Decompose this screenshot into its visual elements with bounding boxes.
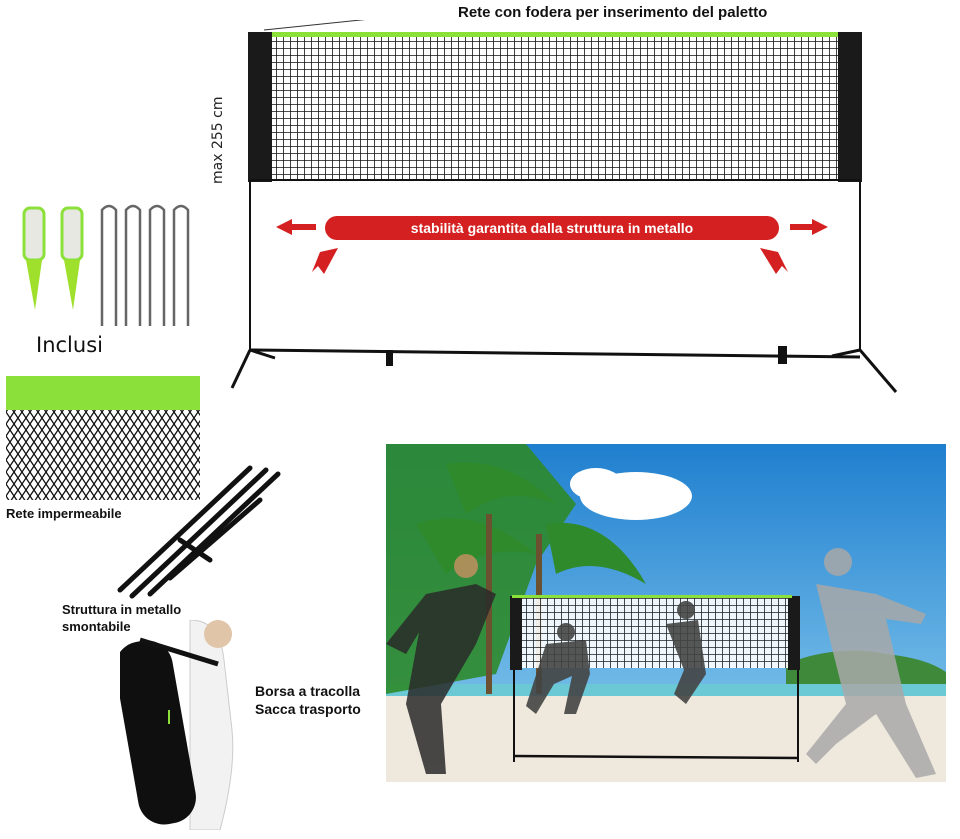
net-sleeve-label: Rete con fodera per inserimento del pale… xyxy=(458,4,768,21)
included-accessories xyxy=(22,204,190,326)
bag-label: Borsa a tracolla Sacca trasporto xyxy=(255,682,361,718)
stability-banner: stabilità garantita dalla struttura in m… xyxy=(325,216,779,240)
net-diagram xyxy=(230,20,898,393)
bag-label-line1: Borsa a tracolla xyxy=(255,683,361,699)
net-swatch xyxy=(6,376,200,500)
bag-label-line2: Sacca trasporto xyxy=(255,701,361,717)
net-top-band xyxy=(272,32,838,37)
red-arrow-icon xyxy=(276,219,828,274)
tent-stake-icon xyxy=(100,204,190,326)
net-mesh xyxy=(272,34,838,180)
right-post-sleeve xyxy=(838,32,862,182)
left-post-sleeve xyxy=(248,32,272,182)
frame-label-line2: smontabile xyxy=(62,619,131,634)
carry-bag xyxy=(120,620,234,830)
frame-label-line1: Struttura in metallo xyxy=(62,602,182,617)
beach-scene-photo xyxy=(386,444,946,782)
folded-frame xyxy=(117,465,281,599)
base-bar xyxy=(249,348,861,359)
included-label: Inclusi xyxy=(36,333,103,357)
ground-peg-icon xyxy=(22,206,84,310)
max-height-label: max 255 cm xyxy=(210,96,226,184)
waterproof-net-label: Rete impermeabile xyxy=(6,506,122,521)
frame-label: Struttura in metallo smontabile xyxy=(62,601,181,635)
